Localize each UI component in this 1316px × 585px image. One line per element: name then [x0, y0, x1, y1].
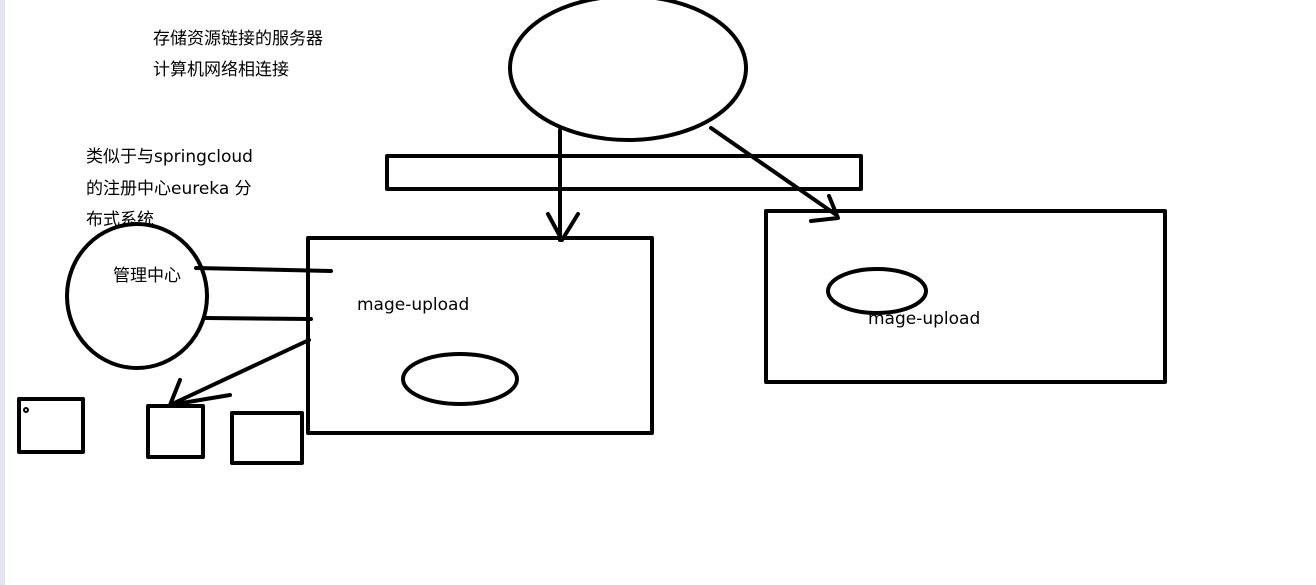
link-center-to-server-upper [194, 266, 333, 273]
arrow-to-right-server [709, 126, 840, 223]
upload-server-right-label: mage-upload [868, 309, 981, 329]
window-left-edge [0, 0, 5, 585]
upload-server-left-label: mage-upload [357, 295, 470, 315]
upload-server-left-box [306, 236, 654, 435]
arrow-down-left-server [546, 128, 580, 242]
client-box-2 [146, 404, 205, 459]
top-server-ellipse [508, 0, 748, 142]
note-mid-line-2: 的注册中心eureka 分 [86, 179, 252, 199]
note-mid-line-3: 布式系统 [86, 210, 154, 230]
upload-server-right-box [764, 209, 1167, 384]
arrow-server-to-client [168, 338, 311, 407]
client-box-1-dot [23, 407, 29, 413]
management-center-label: 管理中心 [113, 266, 181, 286]
network-bar [385, 154, 863, 191]
management-center-circle [65, 222, 209, 370]
client-box-1 [17, 397, 85, 454]
client-box-3 [230, 411, 304, 465]
note-top-line-2: 计算机网络相连接 [153, 60, 289, 80]
note-mid-line-1: 类似于与springcloud [86, 147, 253, 167]
link-center-to-server-lower [204, 316, 313, 321]
upload-server-right-disk [826, 267, 928, 315]
note-top-line-1: 存储资源链接的服务器 [153, 29, 323, 49]
upload-server-left-disk [401, 352, 519, 406]
